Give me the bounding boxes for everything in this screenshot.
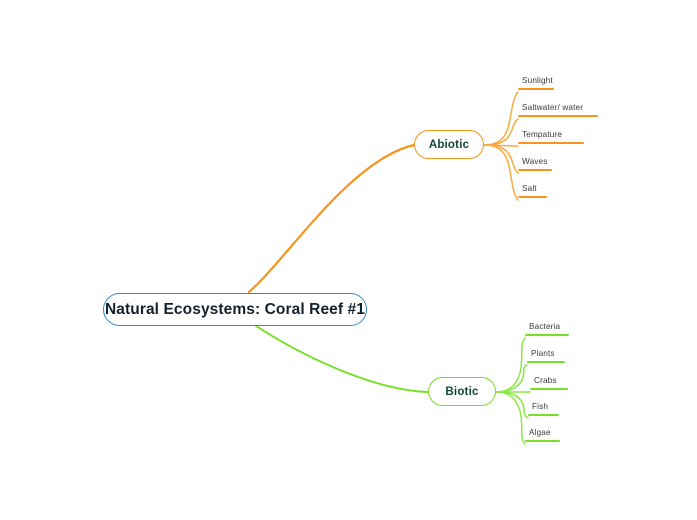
leaf-node-fish[interactable]: Fish (528, 402, 559, 417)
branch-wire-abiotic-3 (483, 144, 519, 147)
branch-node-abiotic[interactable]: Abiotic (414, 130, 484, 159)
leaf-node-salt[interactable]: Salt (518, 184, 547, 199)
leaf-underline (518, 142, 584, 145)
branch-node-abiotic-label: Abiotic (428, 138, 470, 151)
leaf-label: Saltwater/ water (522, 103, 584, 112)
leaf-label: Algae (529, 428, 551, 437)
branch-wire-biotic-1 (495, 337, 526, 393)
leaf-node-waves[interactable]: Waves (518, 157, 552, 172)
leaf-node-bacteria[interactable]: Bacteria (525, 322, 569, 337)
branch-wire-abiotic-5 (483, 144, 519, 201)
leaf-node-algae[interactable]: Algae (525, 428, 560, 443)
branch-wire-abiotic-2 (483, 118, 519, 146)
branch-wire-abiotic-4 (483, 144, 519, 174)
branch-wire-biotic-4 (495, 391, 529, 419)
leaf-underline (518, 115, 598, 118)
leaf-underline (530, 388, 568, 391)
leaf-label: Plants (531, 349, 555, 358)
root-node-label: Natural Ecosystems: Coral Reef #1 (104, 300, 366, 318)
leaf-underline (527, 361, 565, 364)
leaf-underline (518, 169, 552, 172)
leaf-underline (525, 334, 569, 337)
leaf-underline (528, 414, 559, 417)
leaf-label: Sunlight (522, 76, 553, 85)
leaf-label: Bacteria (529, 322, 561, 331)
branch-wire-biotic-2 (495, 364, 528, 393)
trunk-biotic (252, 323, 429, 393)
leaf-node-plants[interactable]: Plants (527, 349, 565, 364)
leaf-label: Salt (522, 184, 537, 193)
leaf-label: Waves (522, 157, 548, 166)
leaf-label: Fish (532, 402, 549, 411)
branch-wire-biotic-5 (495, 391, 526, 445)
branch-wire-abiotic-1 (483, 91, 519, 146)
leaf-node-tempature[interactable]: Tempature (518, 130, 584, 145)
trunk-abiotic (247, 143, 416, 294)
leaf-underline (518, 196, 547, 199)
leaf-label: Crabs (534, 376, 557, 385)
leaf-underline (525, 440, 560, 443)
leaf-underline (518, 88, 554, 91)
root-node[interactable]: Natural Ecosystems: Coral Reef #1 (103, 293, 367, 326)
leaf-node-saltwater[interactable]: Saltwater/ water (518, 103, 598, 118)
leaf-node-sunlight[interactable]: Sunlight (518, 76, 554, 91)
leaf-label: Tempature (522, 130, 563, 139)
leaf-node-crabs[interactable]: Crabs (530, 376, 568, 391)
branch-node-biotic-label: Biotic (445, 385, 479, 398)
branch-node-biotic[interactable]: Biotic (428, 377, 496, 406)
